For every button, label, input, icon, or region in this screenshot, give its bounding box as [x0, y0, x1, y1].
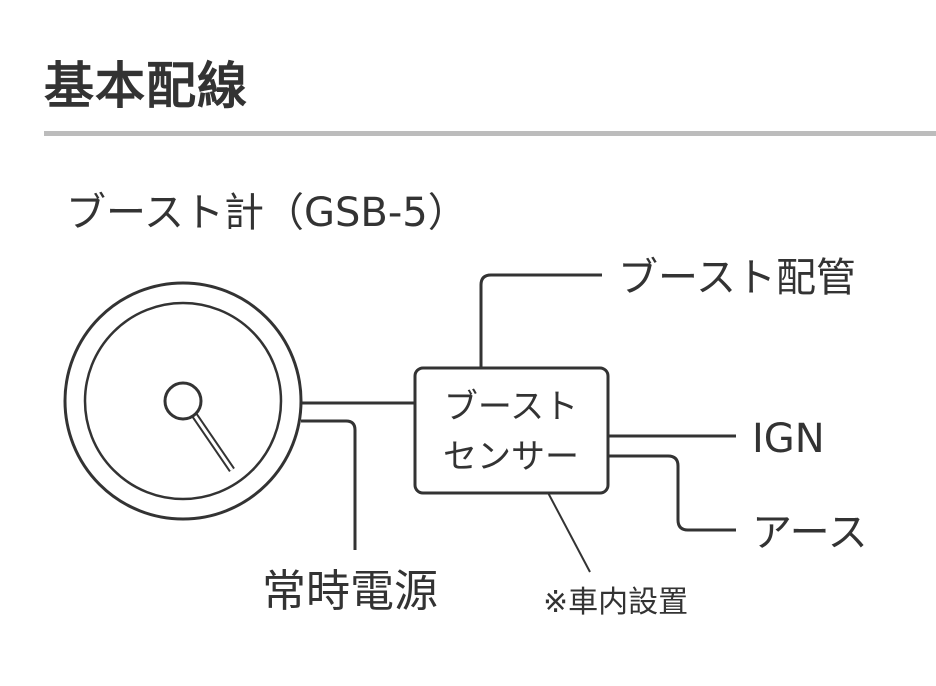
boost-pipe-line [479, 273, 602, 368]
gauge-label: ブースト計（GSB-5） [66, 190, 468, 236]
sensor-label-line1: ブースト [444, 387, 578, 427]
earth-label: アース [752, 510, 868, 556]
boost-gauge [63, 281, 303, 521]
earth-wire [608, 454, 736, 532]
in-car-install-note: ※車内設置 [543, 585, 688, 620]
note-leader-line [544, 486, 591, 573]
ign-label: IGN [752, 416, 825, 462]
constant-power-label: 常時電源 [262, 566, 438, 617]
wires [301, 273, 736, 573]
boost-pipe-label: ブースト配管 [618, 255, 856, 301]
title-divider [44, 131, 936, 136]
page-title: 基本配線 [44, 57, 248, 115]
sensor-label-line2: センサー [443, 437, 579, 477]
constant-power-wire [301, 419, 357, 550]
boost-sensor-box [413, 366, 610, 495]
